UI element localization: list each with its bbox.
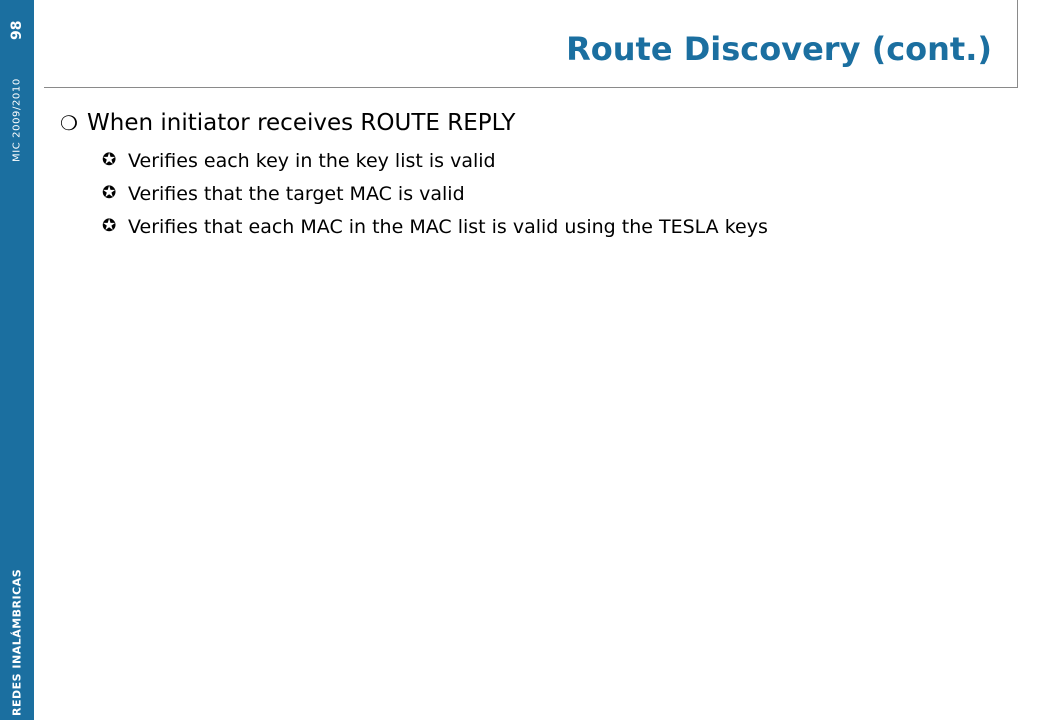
sub-bullet-text: Verifies that the target MAC is valid <box>128 182 465 205</box>
sub-bullet-item: ✪ Verifies each key in the key list is v… <box>102 144 768 177</box>
sub-bullet-item: ✪ Verifies that the target MAC is valid <box>102 177 768 210</box>
star-bullet-icon: ✪ <box>102 150 117 170</box>
circle-bullet-icon: ❍ <box>60 111 78 135</box>
side-bar: REDES INALÁMBRICAS MIC 2009/2010 98 <box>0 0 34 720</box>
page-number: 98 <box>9 20 25 40</box>
bullet-list: ❍ When initiator receives ROUTE REPLY ✪ … <box>60 106 768 243</box>
title-vertical-divider <box>1017 0 1018 88</box>
bullet-item: ❍ When initiator receives ROUTE REPLY ✪ … <box>60 106 768 243</box>
sub-bullet-list: ✪ Verifies each key in the key list is v… <box>102 144 768 243</box>
sub-bullet-text: Verifies that each MAC in the MAC list i… <box>128 215 768 238</box>
bullet-text: When initiator receives ROUTE REPLY <box>87 110 516 136</box>
sub-bullet-item: ✪ Verifies that each MAC in the MAC list… <box>102 210 768 243</box>
title-divider <box>44 87 1018 88</box>
slide-title: Route Discovery (cont.) <box>566 30 992 68</box>
bullet-row: ❍ When initiator receives ROUTE REPLY <box>60 106 768 140</box>
course-name: REDES INALÁMBRICAS <box>10 568 24 716</box>
course-term: MIC 2009/2010 <box>11 78 23 162</box>
star-bullet-icon: ✪ <box>102 216 117 236</box>
star-bullet-icon: ✪ <box>102 183 117 203</box>
sub-bullet-text: Verifies each key in the key list is val… <box>128 149 496 172</box>
